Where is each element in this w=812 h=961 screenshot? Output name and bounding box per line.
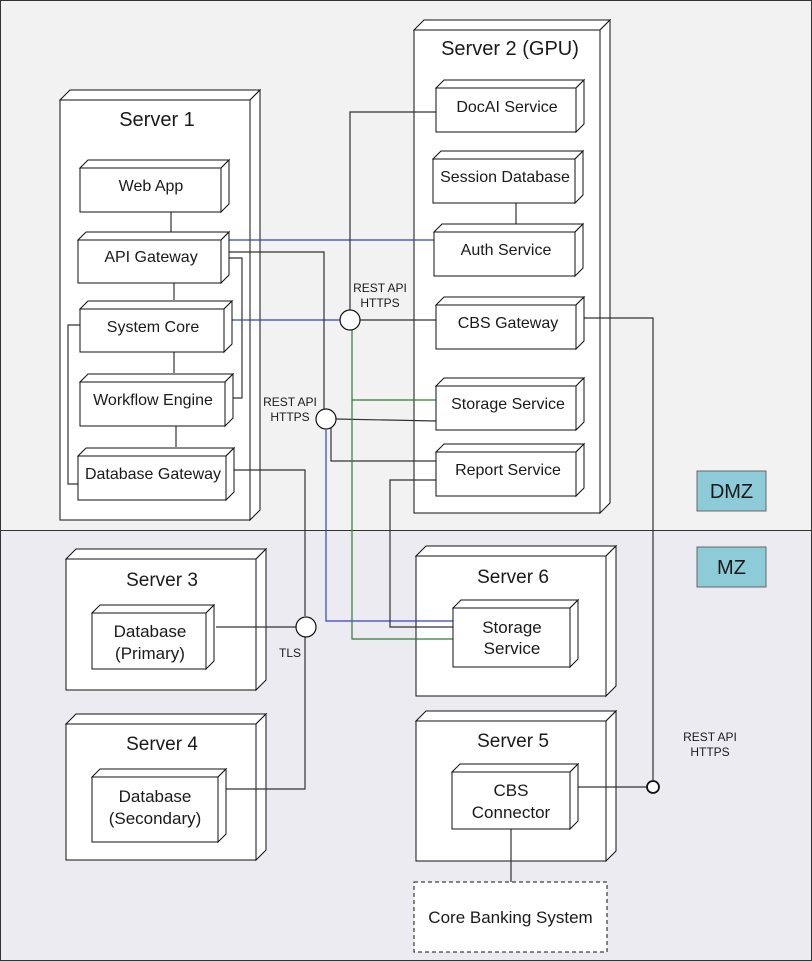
report-service-label: Report Service [455, 462, 561, 479]
dmz-zone-tag: DMZ [696, 470, 767, 512]
database-primary-component: Database (Primary) [90, 603, 216, 671]
docai-service-label: DocAI Service [456, 99, 557, 116]
link-apigateway-workflow [228, 257, 243, 399]
rest-api-3-label-line1: REST API [683, 730, 737, 744]
rest-api-interface-1 [339, 309, 361, 331]
server-2-title: Server 2 (GPU) [441, 38, 579, 60]
link-restapi2-storage [335, 418, 437, 422]
rest-api-interface-3 [646, 780, 660, 794]
connectors [67, 111, 654, 882]
dmz-label: DMZ [710, 481, 753, 503]
rest-api-1-label-line2: HTTPS [360, 296, 399, 310]
core-banking-system-label: Core Banking System [428, 908, 592, 927]
session-database-component: Session Database [431, 149, 585, 205]
cbs-connector-component: CBS Connector [450, 762, 580, 831]
storage-service-mz-label-1: Storage [482, 618, 542, 637]
report-service-component: Report Service [434, 442, 586, 498]
session-database-label: Session Database [440, 169, 570, 186]
database-secondary-label-2: (Secondary) [109, 809, 202, 828]
link-dbgateway-tls [234, 469, 306, 616]
storage-service-mz-label-2: Service [484, 639, 541, 658]
server-1-title: Server 1 [119, 109, 195, 131]
link-systemcore-dbgateway [67, 324, 80, 485]
storage-service-label: Storage Service [451, 396, 565, 413]
api-gateway-component: API Gateway [76, 230, 231, 285]
docai-service-component: DocAI Service [434, 78, 586, 134]
mz-zone-tag: MZ [696, 546, 767, 588]
web-app-label: Web App [119, 178, 184, 195]
link-restapi2-report [330, 428, 436, 462]
link-apigateway-restapi2 [228, 251, 325, 409]
database-secondary-label-1: Database [119, 787, 192, 806]
storage-service-mz-component: Storage Service [451, 598, 580, 669]
link-tls-db-secondary [226, 637, 306, 790]
system-core-label: System Core [107, 319, 200, 336]
rest-api-2-label-line1: REST API [263, 395, 317, 409]
tls-label: TLS [279, 646, 301, 660]
rest-api-3-label-line2: HTTPS [690, 745, 729, 759]
cbs-connector-label-1: CBS [494, 781, 529, 800]
cbs-gateway-label: CBS Gateway [458, 315, 558, 332]
mz-label: MZ [717, 557, 746, 579]
cbs-gateway-component: CBS Gateway [434, 295, 586, 351]
system-core-component: System Core [78, 299, 234, 354]
database-gateway-component: Database Gateway [76, 446, 236, 502]
link-cbsgateway-restapi3 [584, 317, 654, 780]
database-gateway-label: Database Gateway [85, 466, 221, 483]
database-secondary-component: Database (Secondary) [90, 767, 228, 844]
web-app-component: Web App [78, 158, 231, 214]
link-restapi1-docai [349, 111, 436, 310]
server-4-title: Server 4 [126, 734, 198, 755]
server-3-title: Server 3 [126, 570, 198, 591]
server-5-title: Server 5 [477, 731, 549, 752]
link-restapi2-storage-mz [325, 430, 455, 622]
workflow-engine-label: Workflow Engine [93, 392, 213, 409]
link-green-storage-mz [351, 400, 455, 640]
auth-service-component: Auth Service [432, 222, 585, 278]
auth-service-label: Auth Service [461, 242, 552, 259]
link-report-storage-mz [389, 479, 455, 628]
rest-api-interface-2 [315, 408, 337, 430]
rest-api-2-label-line2: HTTPS [270, 410, 309, 424]
cbs-connector-label-2: Connector [472, 803, 551, 822]
tls-interface [295, 616, 317, 638]
workflow-engine-component: Workflow Engine [78, 372, 235, 428]
core-banking-system-box: Core Banking System [413, 881, 608, 953]
database-primary-label-2: (Primary) [115, 644, 185, 663]
rest-api-1-label-line1: REST API [353, 281, 407, 295]
api-gateway-label: API Gateway [104, 249, 197, 266]
storage-service-component: Storage Service [434, 376, 586, 432]
database-primary-label-1: Database [114, 622, 187, 641]
server-6-title: Server 6 [477, 567, 549, 588]
